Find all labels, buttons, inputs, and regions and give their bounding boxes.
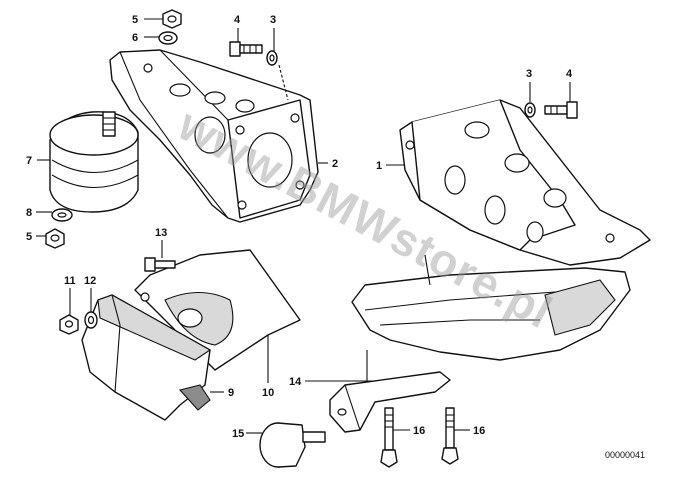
callout-11: 11 bbox=[64, 275, 76, 287]
bracket-part-14 bbox=[329, 371, 451, 433]
callout-labels: 5 6 4 3 3 4 7 2 1 8 5 13 11 12 9 10 14 1… bbox=[26, 14, 573, 440]
callout-3-right: 3 bbox=[526, 68, 532, 80]
callout-8: 8 bbox=[26, 207, 32, 219]
bolt-part-4-right bbox=[544, 101, 578, 119]
nut-part-5-top bbox=[162, 9, 182, 29]
nut-part-5-lower bbox=[45, 228, 65, 249]
bolt-part-16-left bbox=[380, 407, 398, 468]
callout-10: 10 bbox=[262, 387, 274, 399]
washer-part-6 bbox=[158, 31, 178, 45]
callout-16-right: 16 bbox=[473, 425, 485, 437]
washer-part-3-right bbox=[524, 102, 536, 118]
bolt-part-13 bbox=[144, 257, 176, 272]
transmission-support-frame bbox=[351, 254, 631, 392]
drawing-number: 00000041 bbox=[605, 450, 645, 460]
engine-bracket-part-1 bbox=[399, 99, 651, 266]
nut-part-11 bbox=[59, 314, 79, 335]
callout-3-upper-left: 3 bbox=[270, 14, 276, 26]
callout-14: 14 bbox=[289, 376, 302, 388]
bolt-part-16-right bbox=[441, 407, 459, 465]
stop-buffer-part-15 bbox=[259, 422, 326, 468]
callout-2: 2 bbox=[332, 158, 338, 170]
callout-6: 6 bbox=[132, 32, 138, 44]
cover-part-9 bbox=[81, 294, 212, 421]
bolt-part-4-upper-left bbox=[229, 41, 263, 57]
callout-4-right: 4 bbox=[566, 68, 573, 80]
callout-1: 1 bbox=[376, 160, 382, 172]
washer-part-3-upper-left bbox=[266, 50, 278, 66]
callout-5-top: 5 bbox=[132, 14, 138, 26]
washer-part-8 bbox=[51, 208, 73, 222]
callout-7: 7 bbox=[26, 155, 32, 167]
washer-part-12 bbox=[84, 311, 98, 329]
leader-lines bbox=[36, 18, 571, 434]
engine-bracket-part-2 bbox=[109, 49, 319, 223]
callout-13: 13 bbox=[155, 227, 167, 239]
callout-5-lower: 5 bbox=[26, 231, 32, 243]
callout-12: 12 bbox=[84, 275, 96, 287]
callout-4-upper-left: 4 bbox=[234, 14, 241, 26]
callout-9: 9 bbox=[228, 387, 234, 399]
rubber-mount-part-7 bbox=[49, 111, 139, 213]
callout-15: 15 bbox=[232, 428, 244, 440]
callout-16-left: 16 bbox=[413, 425, 425, 437]
